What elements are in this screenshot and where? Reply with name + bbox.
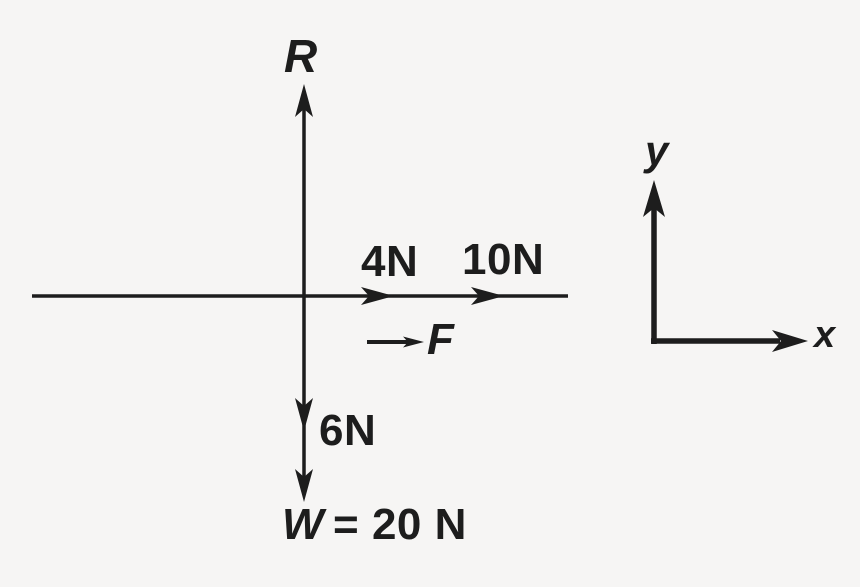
- right-arrowhead-F: [403, 336, 424, 348]
- label-weight: W= 20 N: [282, 503, 467, 547]
- label-applied-force-F: F: [427, 315, 455, 364]
- right-arrowhead-x-axis: [772, 330, 808, 352]
- down-arrowhead-6n: [295, 398, 313, 431]
- label-force-4n: 4N: [361, 237, 419, 286]
- weight-value: = 20 N: [333, 500, 467, 549]
- label-y-axis: y: [645, 127, 669, 174]
- label-x-axis: x: [814, 314, 836, 356]
- up-arrowhead-R: [295, 84, 313, 117]
- up-arrowhead-y-axis: [643, 180, 665, 217]
- down-arrowhead-weight: [295, 469, 313, 502]
- right-arrowhead-4n: [361, 287, 394, 305]
- label-force-10n: 10N: [462, 235, 545, 284]
- label-reaction-R: R: [284, 30, 318, 82]
- weight-symbol: W: [282, 500, 325, 549]
- label-force-6n: 6N: [319, 406, 377, 455]
- right-arrowhead-10n: [471, 287, 504, 305]
